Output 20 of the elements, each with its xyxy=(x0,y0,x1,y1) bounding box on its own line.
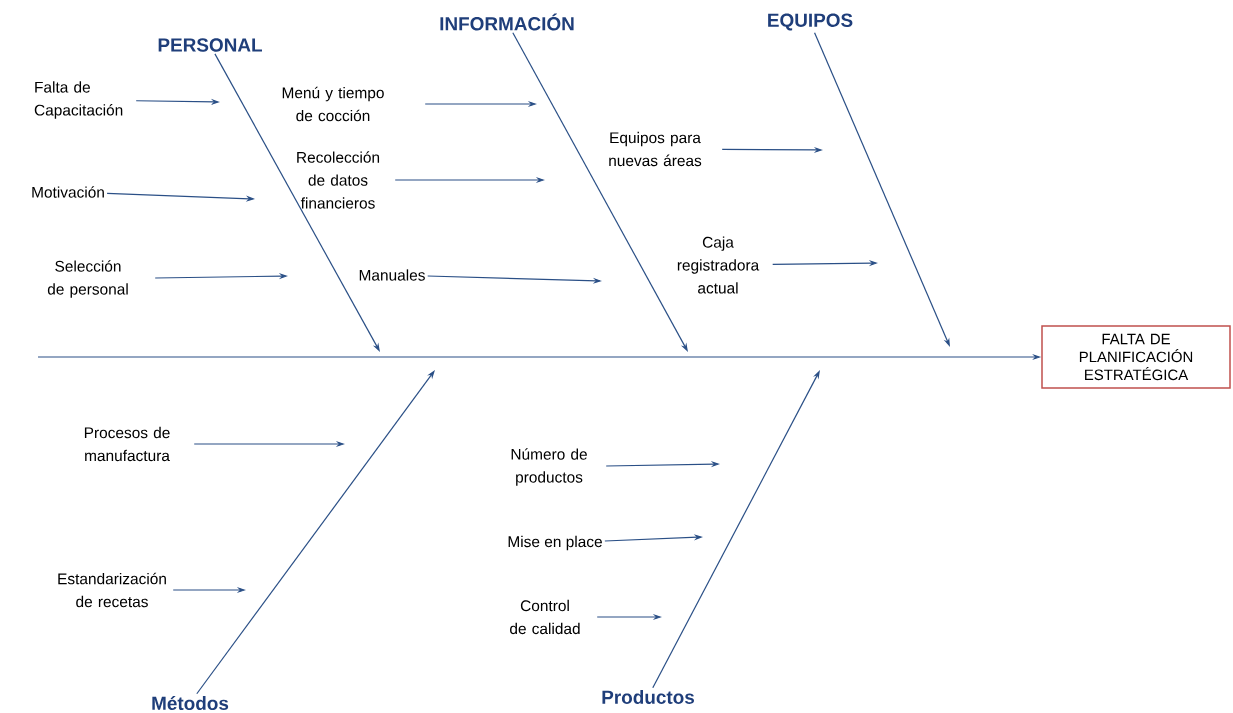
cause-label: Manuales xyxy=(359,269,425,281)
cause-label: Estandarización de recetas xyxy=(58,572,166,608)
cause-label: Procesos de manufactura xyxy=(84,426,170,462)
category-label: Métodos xyxy=(152,695,229,711)
cause-label: Recolección de datos financieros xyxy=(297,151,380,209)
cause-label: Selección de personal xyxy=(47,260,128,298)
cause-label: Mise en place xyxy=(508,535,602,551)
category-label: INFORMACIÓN xyxy=(440,13,574,31)
cause-label: Equipos para nuevas áreas xyxy=(609,131,702,167)
cause-label: Caja registradora actual xyxy=(677,236,760,294)
category-label: PERSONAL xyxy=(158,38,262,52)
effect-box: FALTA DE PLANIFICACIÓN ESTRATÉGICA xyxy=(1041,325,1231,389)
cause-label: Falta de Capacitación xyxy=(34,81,123,119)
cause-label: Menú y tiempo de cocción xyxy=(282,86,384,122)
category-label: EQUIPOS xyxy=(768,13,853,31)
cause-label: Control de calidad xyxy=(510,599,580,635)
cause-label: Motivación xyxy=(32,186,104,198)
bone-arrow xyxy=(196,370,435,695)
cause-label: Número de productos xyxy=(511,448,587,486)
category-label: Productos xyxy=(602,690,695,704)
